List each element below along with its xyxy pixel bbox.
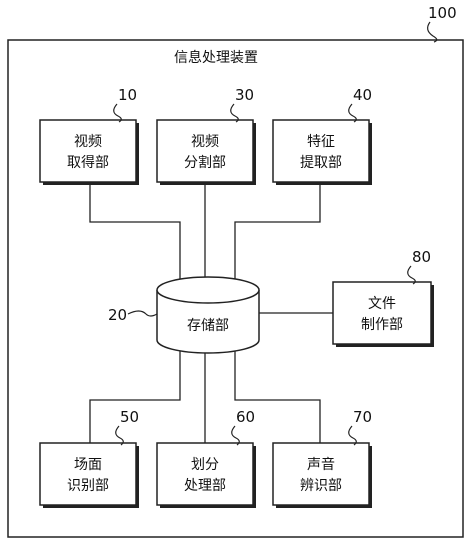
ref-20-leader xyxy=(127,310,158,317)
block-feature-extract: 特征 提取部 xyxy=(272,119,372,185)
block-feature-extract-line1: 特征 xyxy=(307,134,335,150)
block-scene-recognize: 场面 识别部 xyxy=(39,442,139,508)
block-file-make-line1: 文件 xyxy=(368,296,396,312)
block-split-process-line1: 划分 xyxy=(191,457,219,473)
connector-40-storage xyxy=(234,182,321,285)
block-video-acquire: 视频 取得部 xyxy=(39,119,139,185)
block-video-acquire-line1: 视频 xyxy=(74,134,102,150)
block-split-process-line2: 处理部 xyxy=(184,478,226,494)
connector-storage-70 xyxy=(234,342,321,443)
ref-50: 50 xyxy=(120,408,139,426)
block-sound-recognize-line1: 声音 xyxy=(307,456,335,473)
ref-70: 70 xyxy=(353,408,372,426)
block-video-acquire-line2: 取得部 xyxy=(67,154,109,171)
ref-20: 20 xyxy=(108,306,127,324)
device-frame xyxy=(7,39,464,538)
ref-80-leader xyxy=(407,265,416,285)
connector-10-storage xyxy=(89,182,181,285)
ref-70-leader xyxy=(348,425,357,446)
block-file-make-line2: 制作部 xyxy=(361,317,403,333)
block-feature-extract-line2: 提取部 xyxy=(300,155,342,171)
ref-30-leader xyxy=(230,103,239,123)
connectors xyxy=(89,182,333,443)
device-title: 信息处理装置 xyxy=(174,49,258,66)
device-ref-leader xyxy=(427,21,438,43)
ref-80: 80 xyxy=(412,248,431,266)
block-file-make: 文件 制作部 xyxy=(332,281,434,347)
block-video-split-line2: 分割部 xyxy=(184,154,226,171)
ref-50-leader xyxy=(115,425,124,446)
device-ref-label: 100 xyxy=(428,4,457,22)
block-split-process: 划分 处理部 xyxy=(156,442,256,508)
ref-60: 60 xyxy=(236,408,255,426)
ref-10-leader xyxy=(113,103,122,123)
block-scene-recognize-line2: 识别部 xyxy=(67,478,109,494)
connector-storage-50 xyxy=(89,342,181,443)
storage-label: 存储部 xyxy=(187,318,229,334)
block-scene-recognize-line1: 场面 xyxy=(74,457,102,473)
block-video-split-line1: 视频 xyxy=(191,134,219,150)
block-sound-recognize: 声音 辨识部 xyxy=(272,442,372,508)
block-sound-recognize-line2: 辨识部 xyxy=(300,478,342,494)
block-video-split: 视频 分割部 xyxy=(156,119,256,185)
ref-40-leader xyxy=(348,103,357,123)
storage-cylinder: 存储部 xyxy=(156,276,260,354)
ref-30: 30 xyxy=(235,86,254,104)
ref-10: 10 xyxy=(118,86,137,104)
ref-40: 40 xyxy=(353,86,372,104)
ref-60-leader xyxy=(231,425,240,446)
